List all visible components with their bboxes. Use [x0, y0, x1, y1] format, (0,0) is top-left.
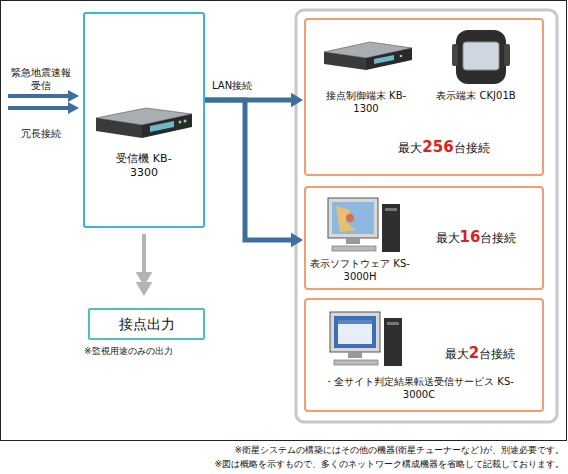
footnote: ※衛星システムの構築にはその他の機器(衛星チューナーなど)が、別途必要です。: [100, 445, 564, 456]
input-label: 緊急地震速報 受信: [6, 67, 76, 92]
monitor: [330, 312, 380, 352]
connector-line: [205, 100, 292, 240]
count-label: 最大256台接続: [364, 138, 524, 157]
device-side: [324, 52, 366, 70]
device-led: [400, 55, 403, 58]
count-text: 最大: [445, 347, 469, 361]
connection-label: LAN接続: [212, 80, 282, 93]
node-text: 表示ソフトウェア KS-3000H: [308, 258, 412, 283]
monitor-stand: [346, 238, 360, 244]
service-box: ・全サイト判定結果転送受信サービス KS-3000C 最大2台接続: [304, 298, 544, 412]
input-arrows: [8, 90, 79, 114]
arrow-head: [136, 272, 153, 286]
connector: [205, 100, 303, 247]
device-group-box: 接点制御端末 KB-1300 表示端末 CKJ01B 最大256台接続: [304, 18, 544, 176]
note: ※監視用途のみの出力: [84, 346, 234, 357]
node-text: 受信機 KB-3300: [105, 152, 183, 180]
count-text: 台接続: [480, 231, 516, 245]
software-box: 表示ソフトウェア KS-3000H最大16台接続: [304, 186, 544, 290]
monitor-screen: [334, 316, 376, 348]
count-text: 台接続: [479, 347, 515, 361]
count-label: 最大16台接続: [416, 228, 536, 247]
input-arrow-line: [8, 94, 70, 98]
terminal-grip: [504, 44, 510, 66]
pc-tower: [382, 204, 400, 252]
node-text: 表示端末 CKJ01B: [436, 90, 516, 103]
device-led: [184, 120, 187, 123]
keyboard: [334, 360, 378, 365]
terminal-grip: [452, 44, 458, 66]
monitor: [328, 198, 378, 238]
connector-line: [142, 234, 146, 273]
device-display: [150, 121, 174, 132]
frame: [1, 1, 567, 441]
device-display: [374, 55, 394, 64]
count-text: 台接続: [454, 141, 490, 155]
device-front: [142, 114, 192, 138]
display-terminal: [452, 30, 510, 84]
app-titlebar: [338, 320, 372, 324]
terminal-frame: [456, 30, 506, 84]
count-number: 2: [469, 344, 479, 362]
receiver-device: [96, 108, 192, 138]
pc-tower: [384, 318, 402, 366]
output-box: 接点出力: [88, 308, 205, 340]
terminal-screen: [463, 42, 499, 70]
count-text: 最大: [436, 231, 460, 245]
connector: [136, 234, 153, 286]
pc-display-software: [328, 198, 400, 252]
device-side: [96, 118, 142, 138]
input-arrow-line: [8, 106, 70, 110]
device-led: [179, 121, 182, 124]
drive-bay: [385, 208, 397, 211]
arrow-head: [291, 233, 303, 247]
app-window: [338, 320, 372, 344]
count-text: 最大: [398, 141, 422, 155]
arrow-head: [68, 102, 79, 114]
count-number: 256: [422, 138, 453, 156]
count-number: 16: [460, 228, 481, 246]
monitor-stand: [348, 352, 362, 358]
monitor-screen: [332, 202, 374, 234]
input-label: 冗長接続: [6, 128, 76, 141]
map-shape: [336, 206, 356, 232]
pc-transfer-service: [330, 312, 402, 366]
device-front: [366, 48, 412, 70]
contact-control-device: [324, 42, 412, 70]
node-text: 接点制御端末 KB-1300: [314, 90, 418, 115]
arrow-head: [68, 90, 79, 102]
drive-bay: [387, 322, 399, 325]
group-outline: [296, 10, 557, 422]
node-text: ・全サイト判定結果転送受信サービス KS-3000C: [314, 376, 524, 401]
arrow-head: [291, 93, 303, 107]
footnote: ※図は概略を示すもので、多くのネットワーク構成機器を省略して記載しております。: [100, 459, 564, 470]
receiver-box: 受信機 KB-3300: [83, 12, 205, 228]
connector: [136, 234, 153, 296]
count-label: 最大2台接続: [422, 344, 538, 363]
keyboard: [332, 246, 376, 251]
map-mark: [346, 214, 354, 222]
node-text: 接点出力: [94, 316, 199, 334]
